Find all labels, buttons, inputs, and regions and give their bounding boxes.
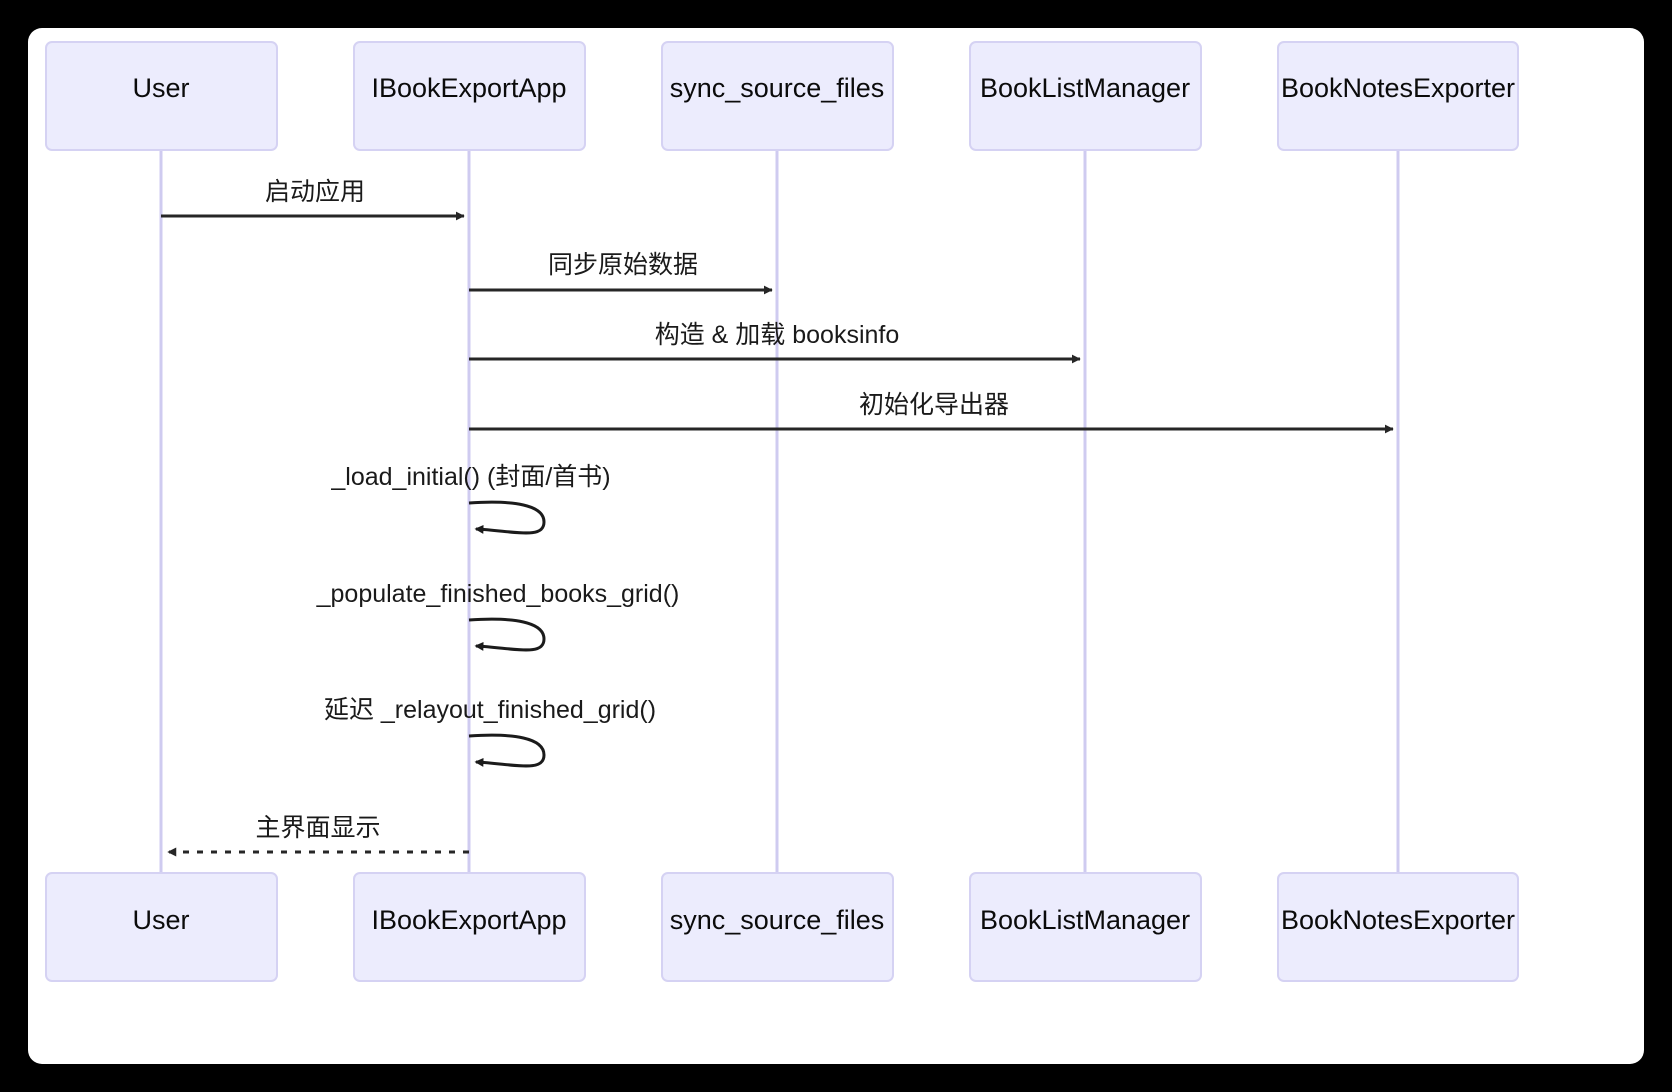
- message-6-self-loop: [468, 617, 546, 652]
- message-6-label: _populate_finished_books_grid(): [316, 580, 680, 608]
- message-5-self-loop: [468, 500, 546, 535]
- participant-top-booklistmanager-label: BookListManager: [980, 73, 1190, 103]
- participant-bottom-booknotesexporter-label: BookNotesExporter: [1281, 905, 1515, 935]
- participant-bottom-booknotesexporter[interactable]: BookNotesExporter: [1277, 872, 1519, 982]
- participants-bottom: User IBookExportApp sync_source_files Bo…: [45, 872, 1519, 982]
- participant-top-booknotesexporter[interactable]: BookNotesExporter: [1277, 41, 1519, 151]
- message-5-label: _load_initial() (封面/首书): [330, 463, 610, 491]
- message-7-label: 延迟 _relayout_finished_grid(): [324, 696, 656, 724]
- participants-top: User IBookExportApp sync_source_files Bo…: [45, 41, 1519, 151]
- message-5-load-initial[interactable]: _load_initial() (封面/首书): [330, 463, 611, 535]
- participant-top-ibookexportapp[interactable]: IBookExportApp: [353, 41, 586, 151]
- message-8-label: 主界面显示: [255, 814, 380, 842]
- diagram-canvas: User IBookExportApp sync_source_files Bo…: [28, 28, 1644, 1064]
- participant-bottom-booklistmanager-label: BookListManager: [980, 905, 1190, 935]
- participant-top-user-label: User: [132, 73, 189, 103]
- message-8-main-ui-shown[interactable]: 主界面显示: [167, 814, 469, 857]
- message-1-start-app[interactable]: 启动应用: [161, 178, 465, 221]
- participant-bottom-sync-source-files-label: sync_source_files: [670, 905, 885, 935]
- message-3-build-load-booksinfo[interactable]: 构造 & 加载 booksinfo: [469, 321, 1081, 364]
- participant-bottom-booklistmanager[interactable]: BookListManager: [969, 872, 1202, 982]
- message-6-populate-finished-books-grid[interactable]: _populate_finished_books_grid(): [316, 580, 680, 652]
- participant-bottom-ibookexportapp-label: IBookExportApp: [371, 905, 566, 935]
- message-2-sync-raw-data[interactable]: 同步原始数据: [469, 251, 773, 295]
- lifelines: [159, 150, 1400, 873]
- participant-top-sync-source-files-label: sync_source_files: [670, 73, 885, 103]
- message-7-self-loop: [468, 733, 546, 768]
- message-3-label: 构造 & 加载 booksinfo: [655, 321, 900, 349]
- participant-top-user[interactable]: User: [45, 41, 278, 151]
- participant-bottom-sync-source-files[interactable]: sync_source_files: [661, 872, 894, 982]
- participant-bottom-user-label: User: [132, 905, 189, 935]
- sequence-diagram-svg: User IBookExportApp sync_source_files Bo…: [45, 41, 1519, 982]
- message-4-label: 初始化导出器: [859, 391, 1009, 419]
- message-4-init-exporter[interactable]: 初始化导出器: [469, 391, 1394, 434]
- participant-top-booknotesexporter-label: BookNotesExporter: [1281, 73, 1515, 103]
- participant-top-sync-source-files[interactable]: sync_source_files: [661, 41, 894, 151]
- participant-bottom-ibookexportapp[interactable]: IBookExportApp: [353, 872, 586, 982]
- message-1-label: 启动应用: [265, 178, 365, 206]
- participant-top-booklistmanager[interactable]: BookListManager: [969, 41, 1202, 151]
- message-2-label: 同步原始数据: [548, 251, 698, 279]
- message-7-relayout-finished-grid[interactable]: 延迟 _relayout_finished_grid(): [324, 696, 656, 768]
- participant-bottom-user[interactable]: User: [45, 872, 278, 982]
- diagram-frame: User IBookExportApp sync_source_files Bo…: [28, 28, 1644, 1064]
- participant-top-ibookexportapp-label: IBookExportApp: [371, 73, 566, 103]
